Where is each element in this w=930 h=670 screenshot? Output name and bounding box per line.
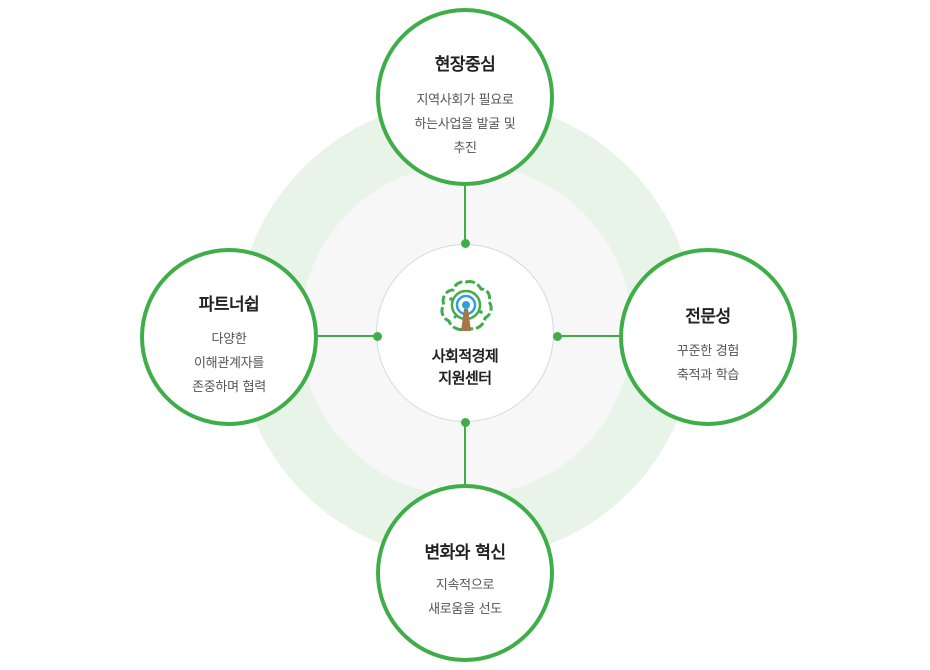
node-title: 현장중심 bbox=[434, 55, 496, 75]
connector-bottom bbox=[464, 422, 466, 484]
node-change-innovation: 변화와 혁신 지속적으로 새로움을 선도 bbox=[376, 484, 554, 662]
center-title: 사회적경제 지원센터 bbox=[431, 347, 499, 387]
node-field-centered: 현장중심 지역사회가 필요로 하는사업을 발굴 및 추진 bbox=[376, 8, 554, 186]
connector-dot-left bbox=[373, 332, 382, 341]
connector-right bbox=[554, 335, 619, 337]
connector-dot-bottom bbox=[461, 418, 470, 427]
node-title: 변화와 혁신 bbox=[424, 543, 506, 563]
node-title: 전문성 bbox=[685, 307, 731, 327]
connector-left bbox=[318, 335, 376, 337]
node-partnership: 파트너쉽 다양한 이해관계자를 존중하며 협력 bbox=[140, 248, 318, 426]
connector-dot-top bbox=[461, 239, 470, 248]
node-description: 다양한 이해관계자를 존중하며 협력 bbox=[192, 332, 266, 395]
node-expertise: 전문성 꾸준한 경험 축적과 학습 bbox=[619, 248, 797, 426]
connector-top bbox=[464, 186, 466, 244]
tree-logo-icon bbox=[440, 280, 493, 332]
node-title: 파트너쉽 bbox=[198, 295, 260, 315]
connector-dot-right bbox=[553, 332, 562, 341]
node-description: 지속적으로 새로움을 선도 bbox=[428, 578, 502, 617]
center-circle: 사회적경제 지원센터 bbox=[376, 244, 554, 422]
node-description: 꾸준한 경험 축적과 학습 bbox=[676, 344, 740, 383]
node-description: 지역사회가 필요로 하는사업을 발굴 및 추진 bbox=[414, 93, 516, 156]
